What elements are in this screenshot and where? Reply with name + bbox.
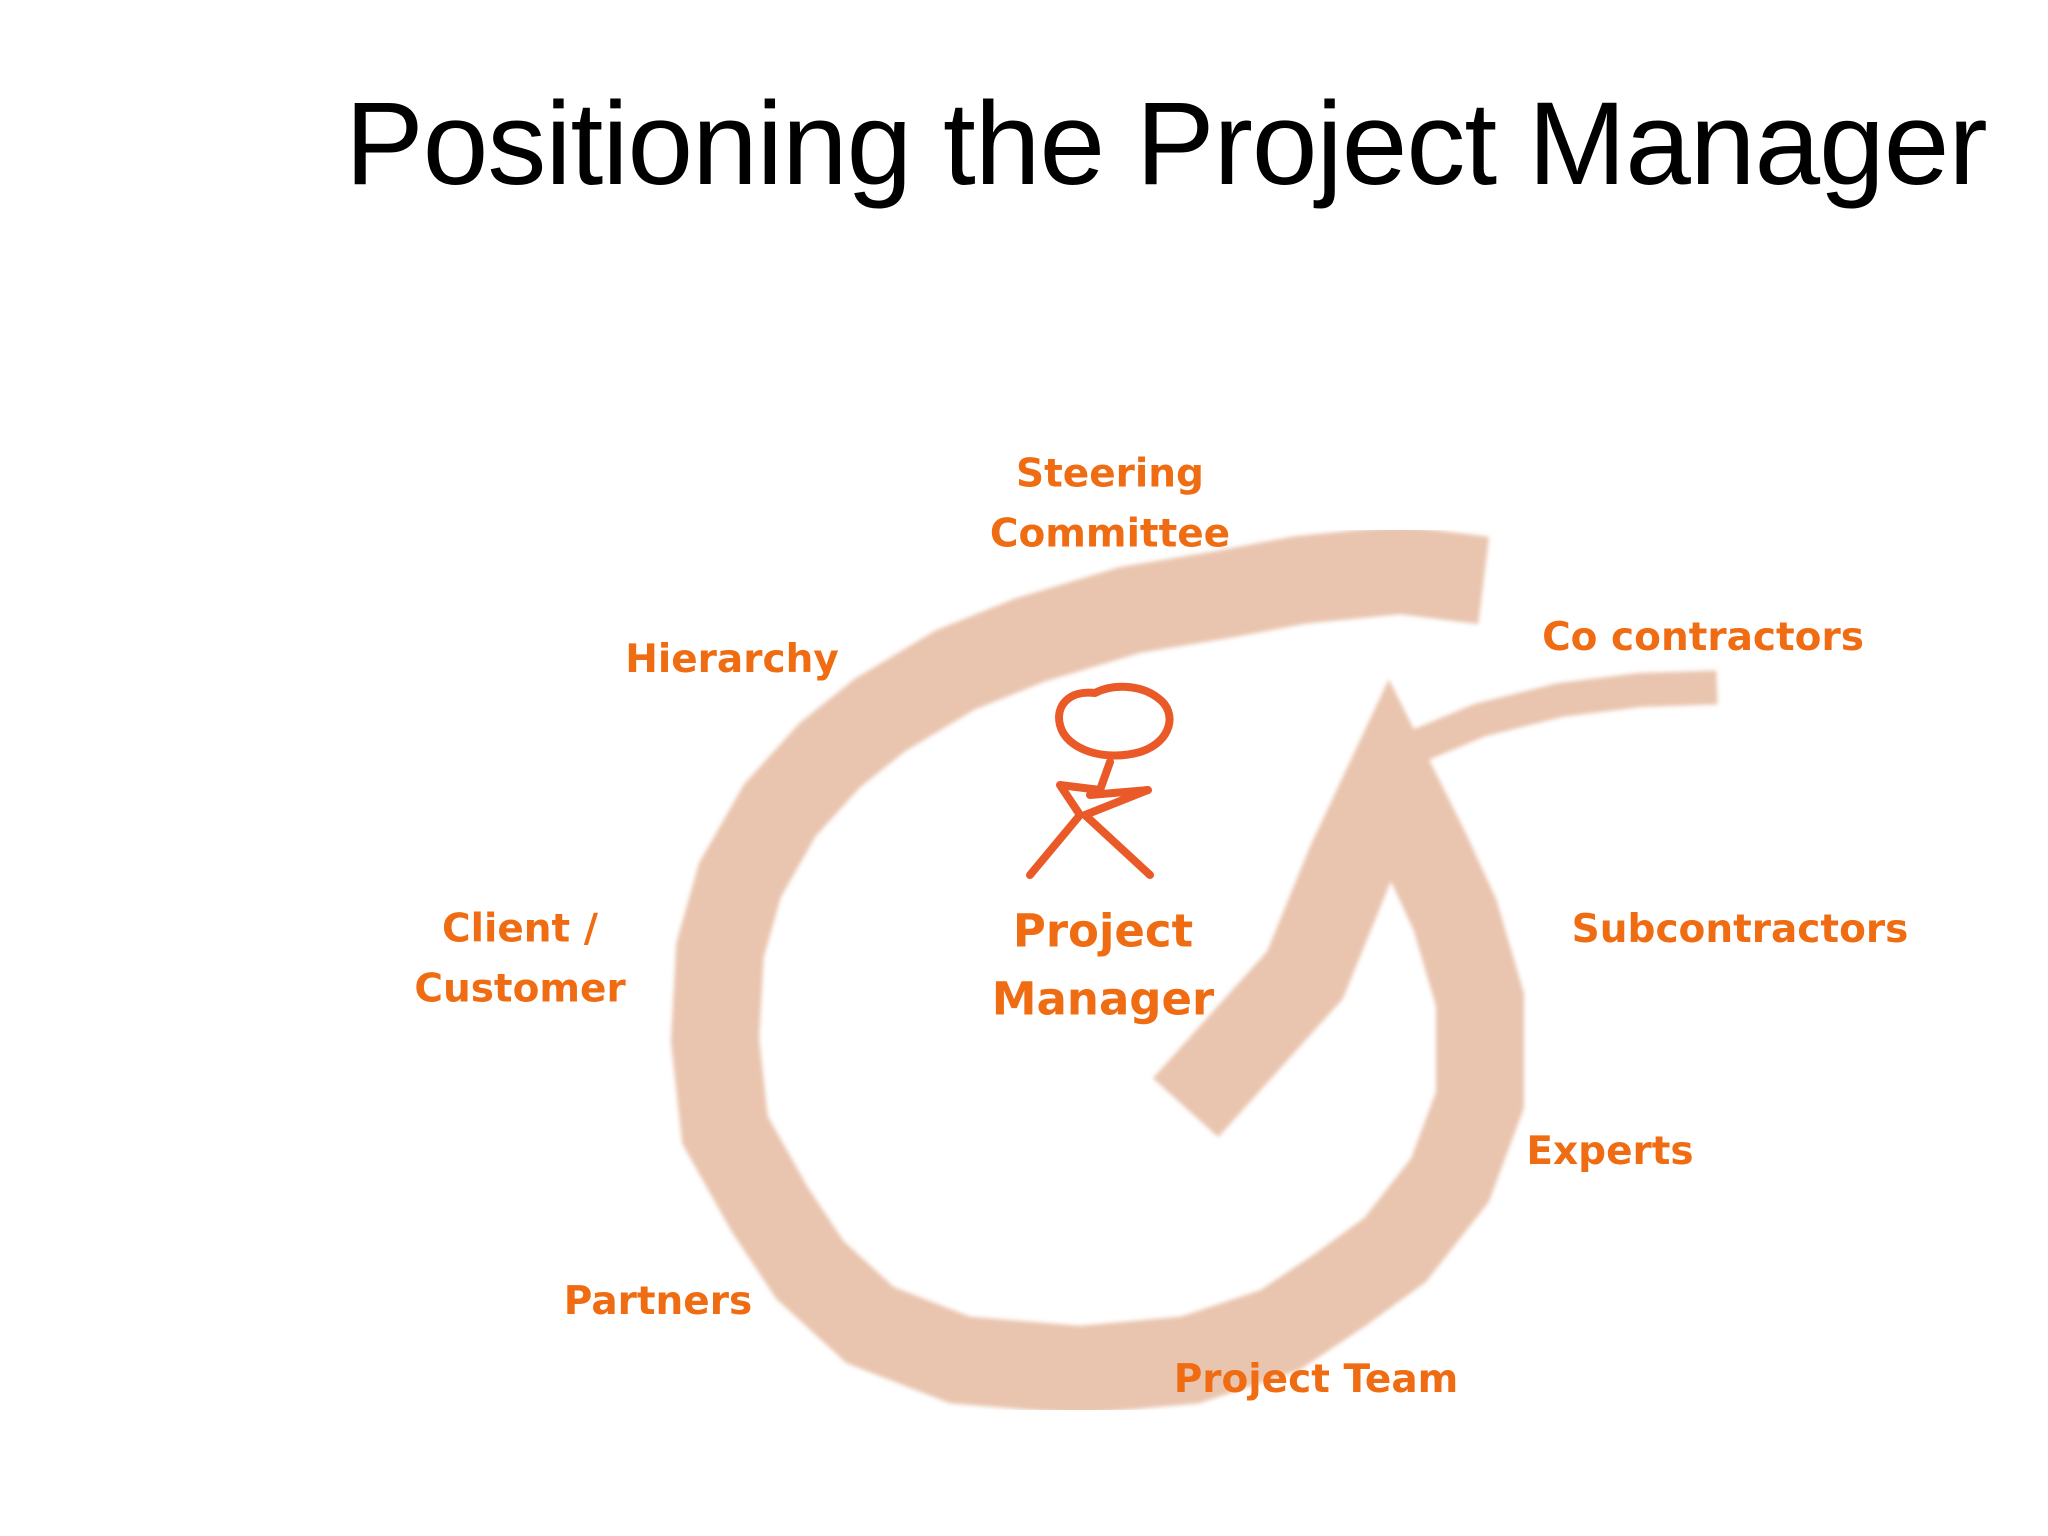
steering-committee-line2: Committee <box>989 512 1231 557</box>
stick-figure-arms <box>1081 786 1154 879</box>
experts-text: Experts <box>1526 1128 1694 1174</box>
experts-label: Experts <box>1526 1122 1693 1182</box>
spiral-arrow-tail <box>1366 670 1718 804</box>
co-contractors-text: Co contractors <box>1542 614 1864 660</box>
co-contractors-label: Co contractors <box>1542 608 1864 668</box>
steering-committee-label: Steering Committee <box>990 445 1230 566</box>
stick-figure-body <box>1026 758 1114 879</box>
hierarchy-text: Hierarchy <box>625 636 839 682</box>
project-team-label: Project Team <box>1174 1350 1459 1410</box>
steering-committee-line1: Steering <box>1016 451 1204 497</box>
project-manager-line2: Manager <box>991 972 1215 1025</box>
slide-title: Positioning the Project Manager <box>345 78 1988 210</box>
client-customer-label: Client / Customer <box>414 900 625 1021</box>
client-customer-line2: Customer <box>414 967 626 1012</box>
partners-text: Partners <box>563 1278 753 1324</box>
client-customer-line1: Client / <box>441 906 599 952</box>
project-team-text: Project Team <box>1173 1356 1459 1402</box>
stick-figure-head <box>1055 682 1174 760</box>
subcontractors-label: Subcontractors <box>1572 900 1909 960</box>
partners-label: Partners <box>564 1272 752 1332</box>
spiral-arrow-icon <box>670 525 1718 1415</box>
stick-figure-icon <box>1026 682 1174 879</box>
hierarchy-label: Hierarchy <box>625 630 839 690</box>
subcontractors-text: Subcontractors <box>1571 906 1909 952</box>
spiral-stroke-path <box>670 525 1524 1415</box>
project-manager-line1: Project <box>1012 904 1194 958</box>
project-manager-label: Project Manager <box>992 898 1214 1033</box>
